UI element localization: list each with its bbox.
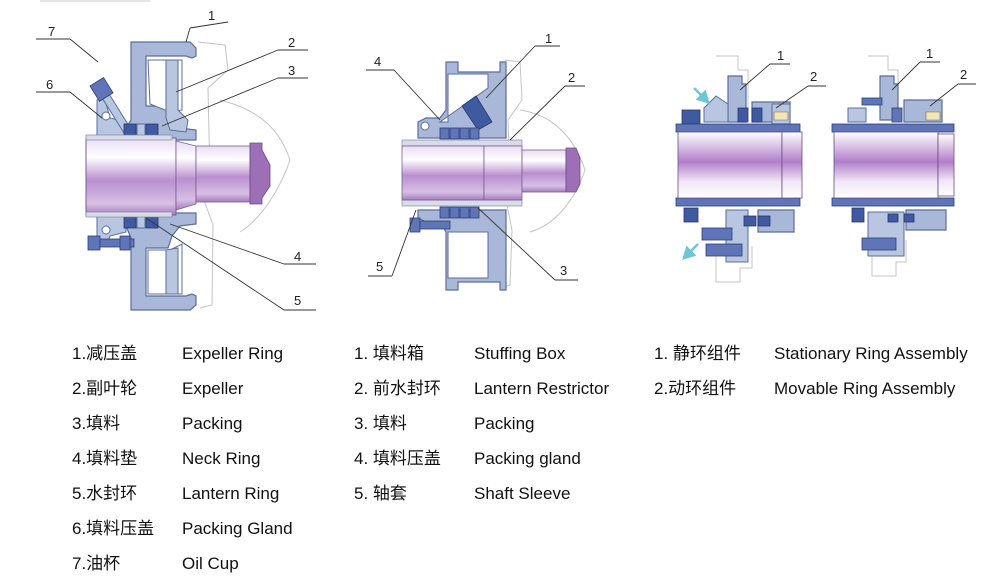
- callout-4: 4: [294, 249, 301, 264]
- legend-en: Packing Gland: [182, 519, 293, 538]
- legend-en: Packing gland: [474, 449, 581, 468]
- legend-en: Shaft Sleeve: [474, 484, 571, 503]
- legend-en: Expeller Ring: [182, 344, 284, 363]
- legend-stuffing-box: 1. 填料箱 Stuffing Box 2. 前水封环 Lantern Restri…: [354, 336, 609, 511]
- legend-cn: 4.填料垫: [72, 449, 138, 468]
- callout-2: 2: [568, 70, 575, 85]
- legend-row: 1. 填料箱 Stuffing Box: [354, 336, 609, 371]
- legend-en: Stationary Ring Assembly: [774, 344, 968, 363]
- packing-rings: [439, 127, 480, 219]
- legend-en: Expeller: [182, 379, 244, 398]
- flow-arrow-out-icon: [682, 243, 699, 260]
- legend-row: 3.填料 Packing: [72, 406, 293, 441]
- legend-cn: 2. 前水封环: [354, 379, 441, 398]
- flow-arrow-in-icon: [693, 87, 710, 104]
- legend-en: Lantern Ring: [182, 484, 280, 503]
- legend-row: 5. 轴套 Shaft Sleeve: [354, 476, 609, 511]
- callout-3: 3: [288, 63, 295, 78]
- callout-4: 4: [374, 54, 381, 69]
- legend-cn: 6.填料压盖: [72, 519, 155, 538]
- legend-en: Lantern Restrictor: [474, 379, 610, 398]
- legend-cn: 3.填料: [72, 414, 121, 433]
- diagram-mechanical-seal-left: 1 2: [675, 48, 826, 283]
- legend-cn: 7.油杯: [72, 554, 121, 573]
- callout-3: 3: [560, 263, 567, 278]
- cropped-title-fragment: [40, 0, 150, 2]
- legend-cn: 5. 轴套: [354, 484, 407, 503]
- packing-ring: [123, 123, 137, 137]
- legend-en: Stuffing Box: [474, 344, 566, 363]
- diagram-mechanical-seal-right: 1 2: [831, 46, 976, 277]
- legend-row: 7.油杯 Oil Cup: [72, 546, 293, 581]
- legend-row: 4.填料垫 Neck Ring: [72, 441, 293, 476]
- legend-en: Movable Ring Assembly: [774, 379, 956, 398]
- legend-cn: 1. 静环组件: [654, 344, 741, 363]
- legend-cn: 5.水封环: [72, 484, 138, 503]
- shaft-sleeve: [831, 123, 955, 133]
- callout-7: 7: [48, 24, 55, 39]
- legend-row: 2.副叶轮 Expeller: [72, 371, 293, 406]
- seal-diagrams: 1 2 3 4 5 6 7: [36, 8, 976, 311]
- legend-row: 5.水封环 Lantern Ring: [72, 476, 293, 511]
- legend-cn: 1. 填料箱: [354, 344, 424, 363]
- callouts-diagram-1: 1 2 3 4 5 6 7: [36, 8, 316, 311]
- legend-cn: 4. 填料压盖: [354, 449, 441, 468]
- legend-en: Packing: [474, 414, 535, 433]
- callout-1: 1: [208, 8, 215, 23]
- legend-row: 2. 前水封环 Lantern Restrictor: [354, 371, 609, 406]
- legend-expeller-seal: 1.减压盖 Expeller Ring 2.副叶轮 Expeller 3.填料 Pac…: [72, 336, 293, 581]
- lantern-restrictor: [461, 95, 493, 131]
- lower-housing: [125, 212, 197, 311]
- legend-row: 4. 填料压盖 Packing gland: [354, 441, 609, 476]
- legend-en: Oil Cup: [182, 554, 239, 573]
- legend-mechanical-seal: 1. 静环组件 Stationary Ring Assembly 2.动环组件 Mo…: [654, 336, 968, 406]
- callouts-diagram-3a: 1 2: [739, 48, 826, 109]
- shaft: [677, 131, 783, 199]
- callout-1: 1: [777, 48, 784, 63]
- callout-6: 6: [46, 77, 53, 92]
- expeller: [165, 59, 189, 133]
- callout-2: 2: [960, 67, 967, 82]
- shaft-sleeve: [675, 123, 801, 133]
- shaft: [833, 131, 939, 199]
- callouts-diagram-3b: 1 2: [891, 46, 976, 107]
- legend-cn: 2.副叶轮: [72, 379, 138, 398]
- diagram-expeller-seal: 1 2 3 4 5 6 7: [36, 8, 316, 311]
- legend-row: 2.动环组件 Movable Ring Assembly: [654, 371, 968, 406]
- legend-en: Packing: [182, 414, 243, 433]
- callout-5: 5: [376, 259, 383, 274]
- diagram-stuffing-box: 1 2 3 4 5: [366, 31, 586, 291]
- legend-cn: 1.减压盖: [72, 344, 138, 363]
- callout-1: 1: [926, 46, 933, 61]
- callouts-diagram-2: 1 2 3 4 5: [366, 31, 585, 281]
- shaft: [85, 137, 177, 216]
- legend-row: 3. 填料 Packing: [354, 406, 609, 441]
- gland-bolt: [87, 235, 101, 251]
- legend-cn: 2.动环组件: [654, 379, 737, 398]
- callout-2: 2: [810, 69, 817, 84]
- callout-2: 2: [288, 35, 295, 50]
- shaft: [401, 145, 485, 201]
- gland-bolt: [409, 217, 421, 233]
- legend-en: Neck Ring: [182, 449, 261, 468]
- legend-row: 6.填料压盖 Packing Gland: [72, 511, 293, 546]
- legend-row: 1.减压盖 Expeller Ring: [72, 336, 293, 371]
- callout-5: 5: [294, 293, 301, 308]
- legend-row: 1. 静环组件 Stationary Ring Assembly: [654, 336, 968, 371]
- legend-cn: 3. 填料: [354, 414, 407, 433]
- shaft-sleeve: [401, 139, 523, 147]
- callout-1: 1: [545, 31, 552, 46]
